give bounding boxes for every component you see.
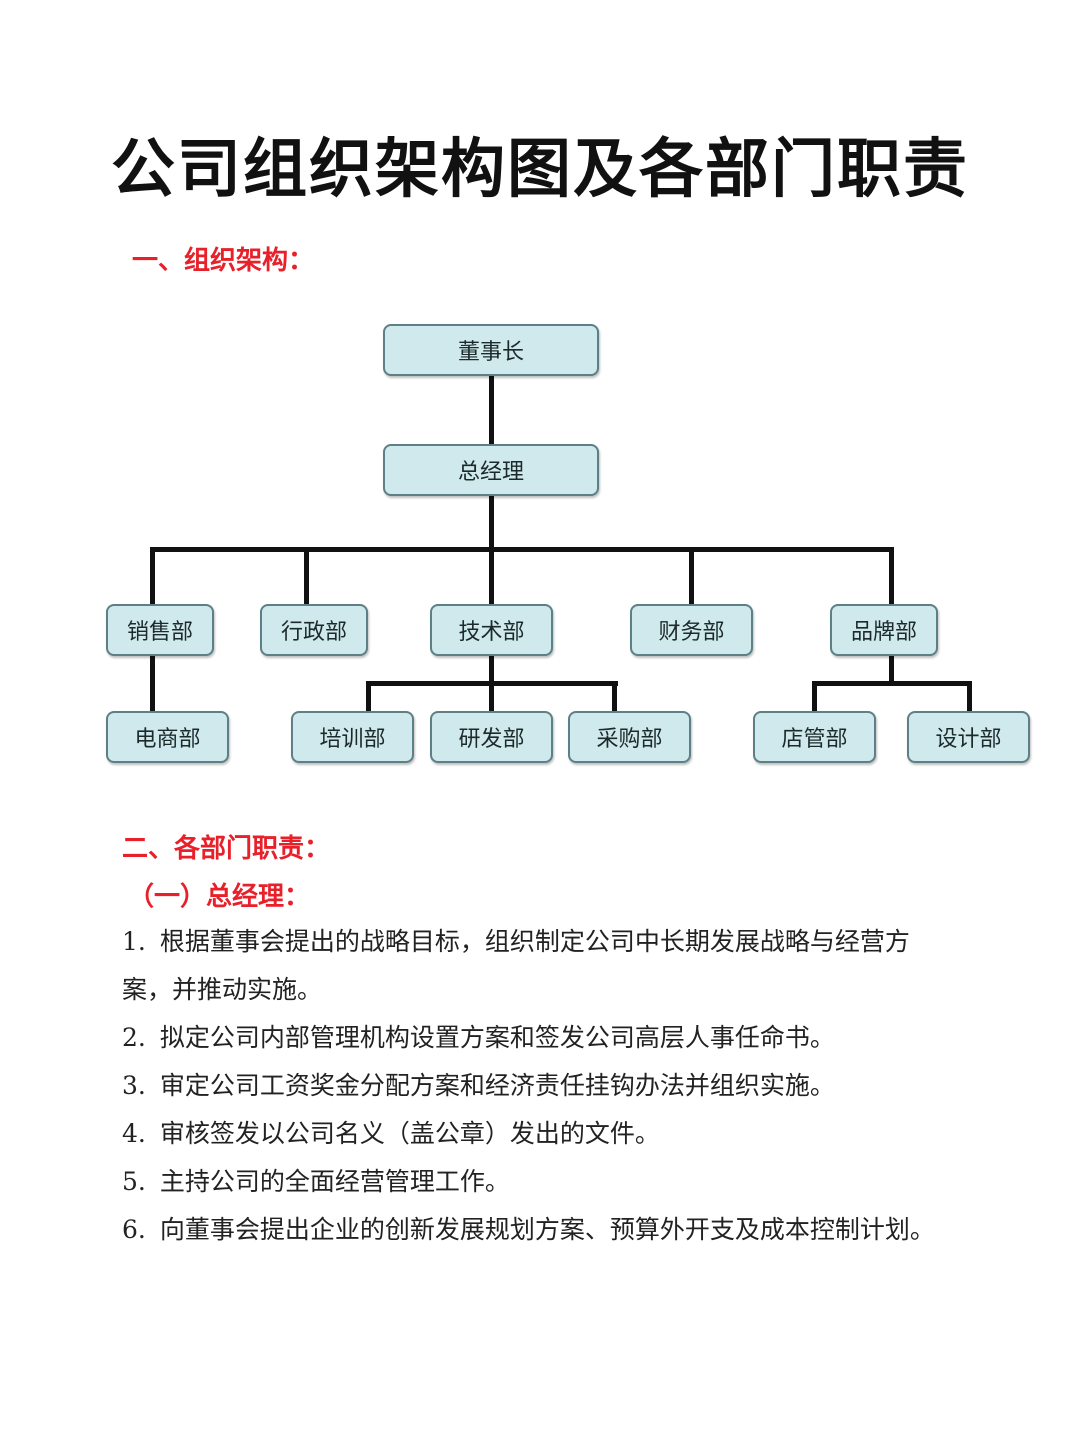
connector-chairman-gm (489, 376, 494, 444)
duty-list: 1.根据董事会提出的战略目标，组织制定公司中长期发展战略与经营方案，并推动实施。… (122, 918, 952, 1254)
node-tech: 技术部 (430, 604, 553, 656)
list-item: 1.根据董事会提出的战略目标，组织制定公司中长期发展战略与经营方案，并推动实施。 (122, 918, 952, 1014)
node-chairman: 董事长 (383, 324, 599, 376)
list-item: 6. 向董事会提出企业的创新发展规划方案、预算外开支及成本控制计划。 (122, 1206, 952, 1254)
list-item-text: 审定公司工资奖金分配方案和经济责任挂钩办法并组织实施。 (159, 1071, 835, 1100)
node-store-mgmt: 店管部 (753, 711, 876, 763)
org-chart: 董事长 总经理 销售部 行政部 技术部 财务部 品牌部 电商部 培训部 研发部 … (106, 324, 1030, 763)
list-item-text: 审核签发以公司名义（盖公章）发出的文件。 (159, 1119, 660, 1148)
connector-training (366, 681, 371, 712)
connector-admin (304, 547, 309, 605)
connector-brand-bus (812, 681, 972, 686)
connector-finance (689, 547, 694, 605)
node-rnd: 研发部 (430, 711, 553, 763)
page-title: 公司组织架构图及各部门职责 (111, 133, 969, 207)
section-heading-duties: 二、各部门职责： (122, 834, 331, 864)
list-item-text: 根据董事会提出的战略目标，组织制定公司中长期发展战略与经营方案，并推动实施。 (122, 927, 910, 1004)
node-finance: 财务部 (630, 604, 753, 656)
node-purchasing: 采购部 (568, 711, 691, 763)
list-item: 2. 拟定公司内部管理机构设置方案和签发公司高层人事任命书。 (122, 1014, 952, 1062)
list-item-text: 拟定公司内部管理机构设置方案和签发公司高层人事任命书。 (159, 1023, 835, 1052)
connector-purchasing (612, 681, 617, 712)
node-admin: 行政部 (260, 604, 368, 656)
list-item-number: 1. (122, 927, 146, 956)
node-ecommerce: 电商部 (106, 711, 229, 763)
connector-store-mgmt (812, 681, 817, 712)
connector-tech-bus (366, 681, 618, 686)
connector-design (967, 681, 972, 712)
list-item-text: 主持公司的全面经营管理工作。 (159, 1167, 510, 1196)
list-item-number: 4. (122, 1119, 146, 1148)
node-design: 设计部 (907, 711, 1030, 763)
node-general-manager: 总经理 (383, 444, 599, 496)
connector-sales (150, 547, 155, 605)
list-item-number: 6. (122, 1215, 146, 1244)
list-item: 4. 审核签发以公司名义（盖公章）发出的文件。 (122, 1110, 952, 1158)
list-item-number: 5. (122, 1167, 146, 1196)
list-item-number: 2. (122, 1023, 146, 1052)
connector-tech (489, 547, 494, 605)
list-item-number: 3. (122, 1071, 146, 1100)
list-item: 5. 主持公司的全面经营管理工作。 (122, 1158, 952, 1206)
node-brand: 品牌部 (830, 604, 938, 656)
connector-sales-ecommerce (150, 656, 155, 712)
connector-brand (889, 547, 894, 605)
node-sales: 销售部 (106, 604, 214, 656)
section-heading-org-structure: 一、组织架构： (132, 246, 315, 276)
connector-dept-bus (150, 547, 894, 552)
connector-gm-trunk (489, 496, 494, 552)
list-item-text: 向董事会提出企业的创新发展规划方案、预算外开支及成本控制计划。 (159, 1215, 935, 1244)
subsection-heading-gm: （一）总经理： (128, 882, 311, 912)
node-training: 培训部 (291, 711, 414, 763)
list-item: 3. 审定公司工资奖金分配方案和经济责任挂钩办法并组织实施。 (122, 1062, 952, 1110)
connector-brand-trunk (889, 656, 894, 686)
